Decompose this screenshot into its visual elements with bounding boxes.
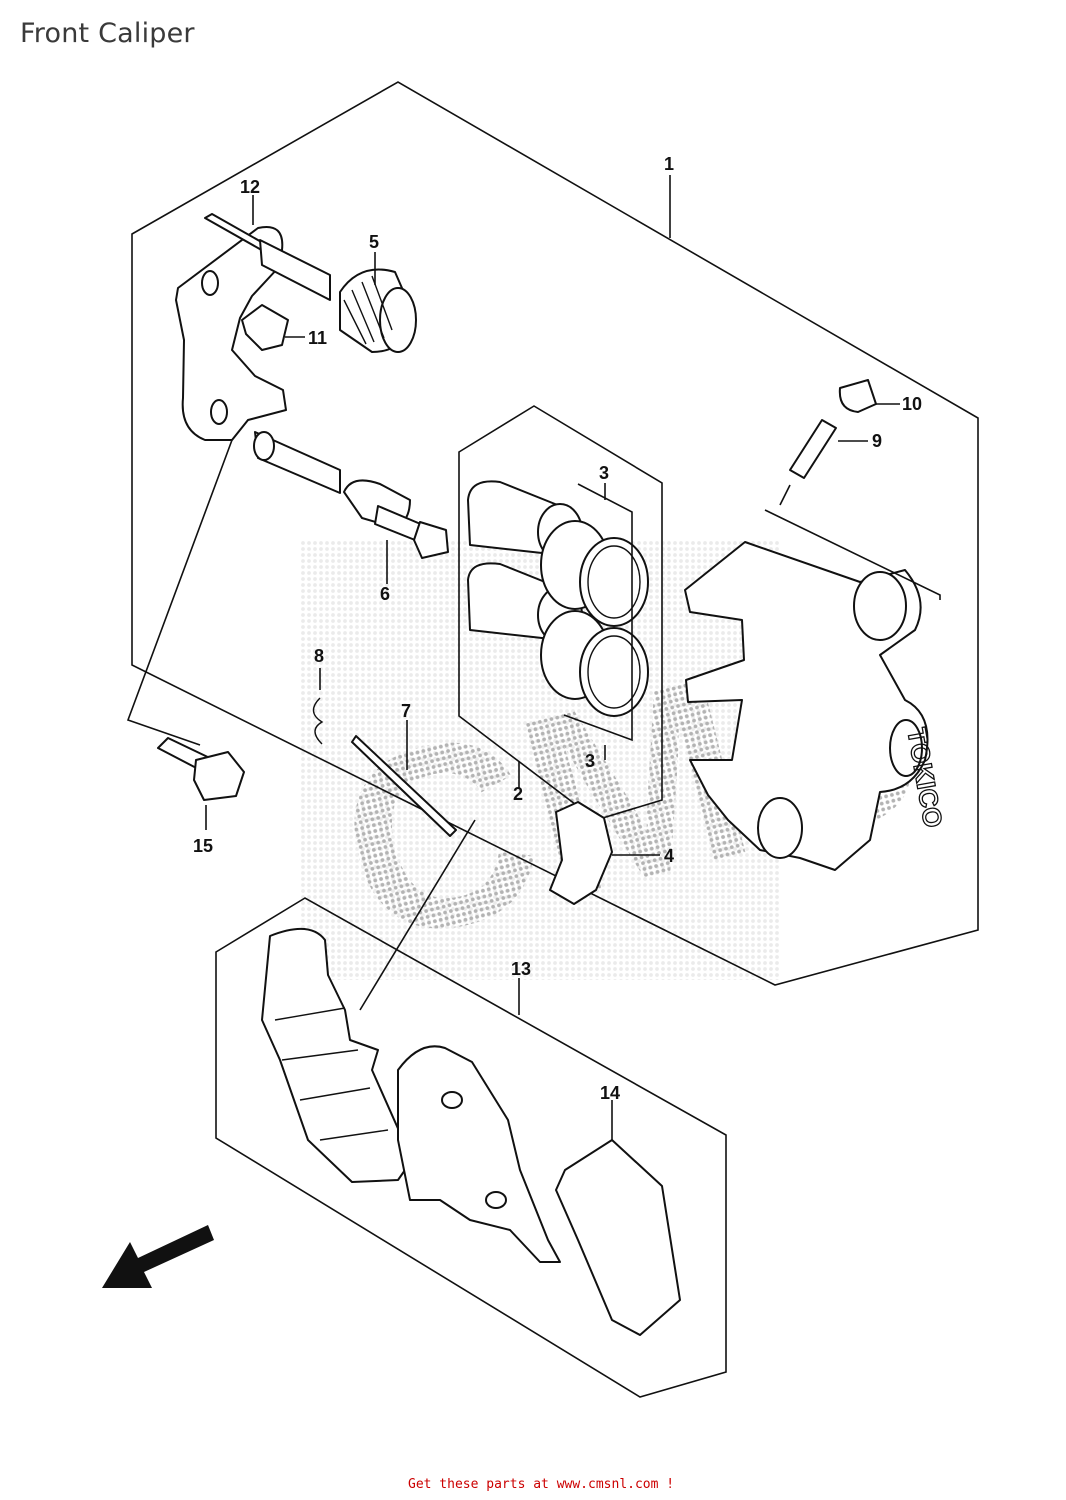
callout-9: 9 — [872, 431, 882, 451]
bleeder-valve — [789, 419, 837, 479]
brake-pad-right — [397, 1045, 561, 1263]
piston-set-outline — [458, 405, 663, 821]
callout-7: 7 — [401, 701, 411, 721]
callout-12: 12 — [240, 177, 260, 197]
callout-1: 1 — [664, 154, 674, 174]
piston-seals — [540, 483, 649, 742]
brake-pad-left — [261, 928, 413, 1183]
footer-parts-link[interactable]: Get these parts at www.cmsnl.com ! — [408, 1477, 675, 1492]
callout-labels: 1 2 3 3 4 5 6 7 8 9 10 11 12 13 14 15 — [193, 154, 922, 1103]
page-title: Front Caliper — [20, 18, 195, 49]
pin-clip — [312, 697, 324, 745]
callout-8: 8 — [314, 646, 324, 666]
pad-shim — [555, 1139, 681, 1336]
callout-13: 13 — [511, 959, 531, 979]
leader-lines — [126, 175, 941, 1140]
callout-3a: 3 — [599, 463, 609, 483]
pad-pin — [351, 735, 457, 837]
callout-2: 2 — [513, 784, 523, 804]
bracket-clip — [241, 304, 289, 351]
caliper-assembly-outline — [131, 81, 979, 986]
callout-15: 15 — [193, 836, 213, 856]
mounting-bolt — [157, 737, 245, 801]
slide-pin-and-boot — [343, 479, 449, 559]
callout-5: 5 — [369, 232, 379, 252]
pad-set-outline — [215, 897, 727, 1398]
callout-4: 4 — [664, 846, 674, 866]
callout-3b: 3 — [585, 751, 595, 771]
front-direction-arrow-icon — [102, 1225, 214, 1288]
callout-14: 14 — [600, 1083, 620, 1103]
callout-11: 11 — [308, 328, 327, 348]
caliper-bracket — [175, 213, 341, 494]
pin-boot-upper — [339, 268, 417, 353]
bleeder-cap — [838, 379, 877, 413]
pad-spring — [549, 801, 613, 905]
callout-10: 10 — [902, 394, 922, 414]
callout-6: 6 — [380, 584, 390, 604]
